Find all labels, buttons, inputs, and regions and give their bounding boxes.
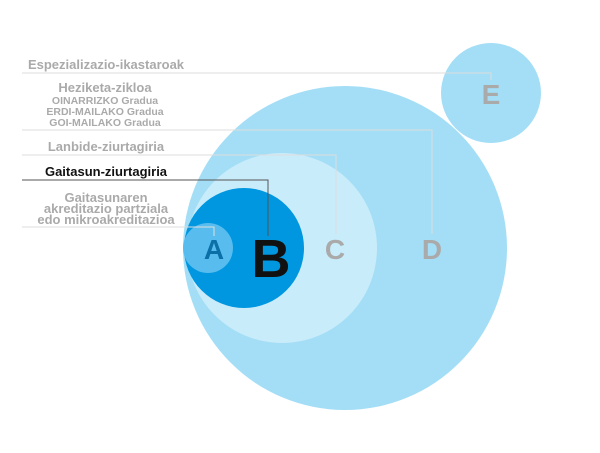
label-d-line: GOI-MAILAKO Gradua [49,117,161,129]
label-d-line: OINARRIZKO Gradua [52,95,158,107]
connector-c [22,154,337,234]
letter-d: D [422,234,442,265]
connector-a [22,226,215,236]
circle-e [441,43,541,143]
letter-b: B [252,229,291,289]
label-a-line: Gaitasunaren [64,190,147,205]
label-e: Espezializazio-ikastaroak [28,57,185,72]
label-d-line: ERDI-MAILAKO Gradua [46,106,163,118]
connector-d [22,129,433,234]
letter-a: A [204,234,224,265]
circle-a [183,223,233,273]
letter-c: C [325,234,345,265]
label-c: Lanbide-ziurtagiria [48,139,165,154]
label-b: Gaitasun-ziurtagiria [45,164,168,179]
connector-e [22,72,492,80]
connector-b [22,179,269,236]
label-a-line: edo mikroakreditazioa [37,212,175,227]
circle-b [184,188,304,308]
label-d-title: Heziketa-zikloa [58,80,152,95]
label-a-line: akreditazio partziala [44,201,169,216]
letter-e: E [482,79,501,110]
